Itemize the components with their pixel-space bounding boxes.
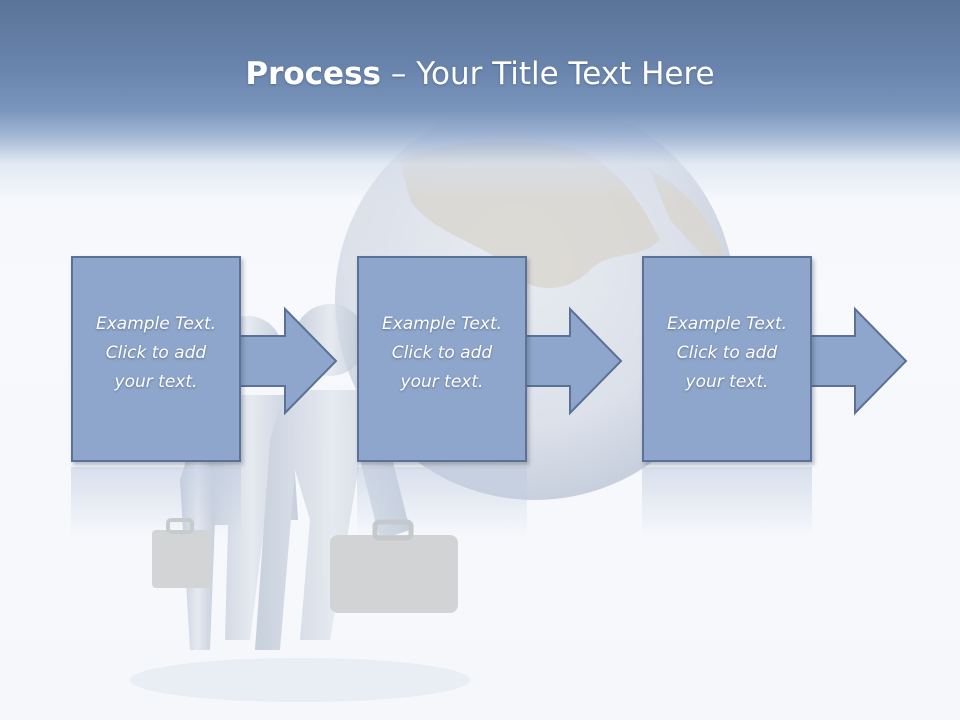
process-step-3[interactable]: Example Text. Click to add your text. (642, 256, 812, 462)
arrow-right-icon (800, 306, 908, 416)
step-text: Example Text. Click to add your text. (666, 314, 788, 392)
arrow-right-icon (230, 306, 338, 416)
step-reflection (642, 467, 812, 537)
header-band (0, 0, 960, 200)
title-bold: Process (245, 56, 381, 92)
step-reflection (71, 467, 241, 537)
step-text: Example Text. Click to add your text. (381, 314, 503, 392)
step-reflection (357, 467, 527, 537)
process-step-1[interactable]: Example Text. Click to add your text. (71, 256, 241, 462)
title-rest: – Your Title Text Here (381, 56, 715, 92)
step-text: Example Text. Click to add your text. (95, 314, 217, 392)
process-step-2[interactable]: Example Text. Click to add your text. (357, 256, 527, 462)
slide-title[interactable]: Process – Your Title Text Here (0, 52, 960, 96)
arrow-right-icon (515, 306, 623, 416)
